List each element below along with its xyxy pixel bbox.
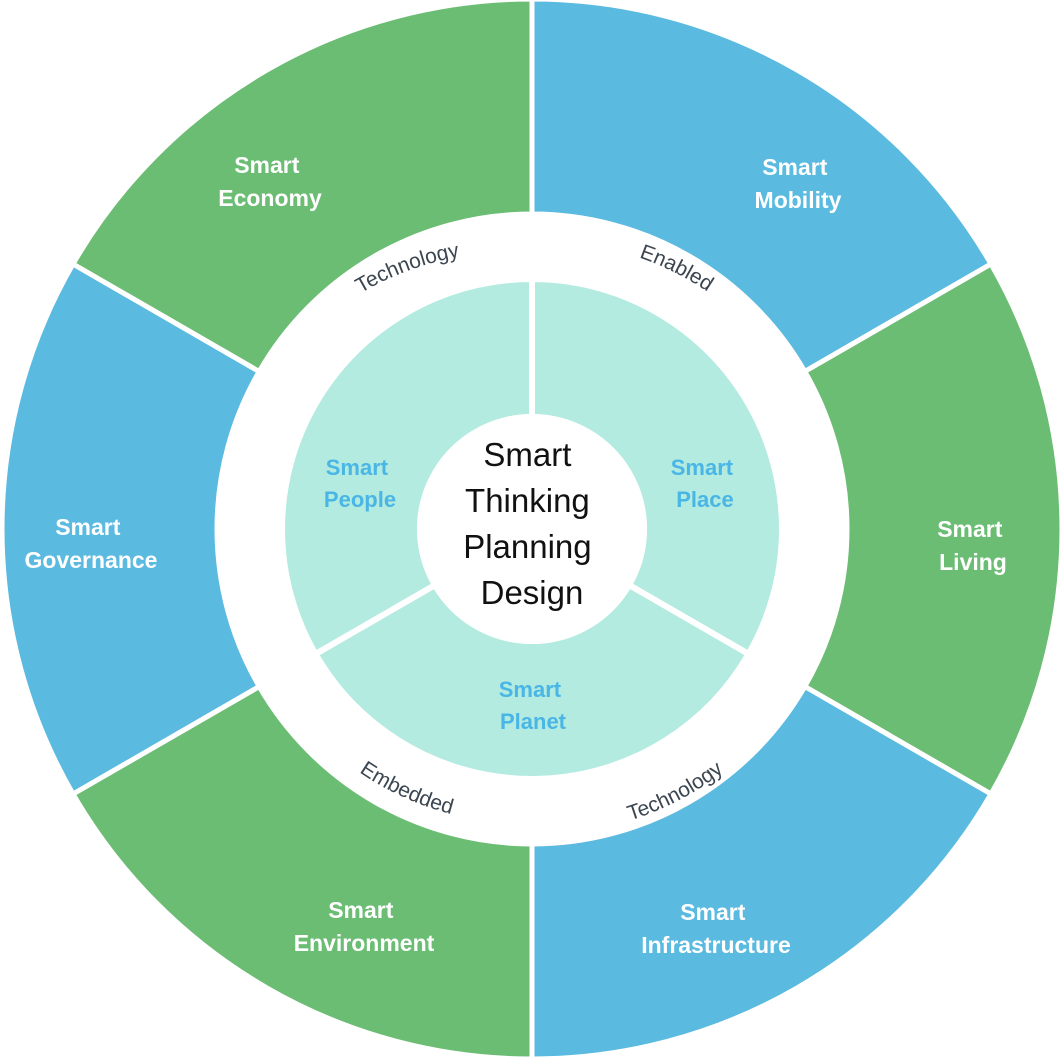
- segment-label-smart-governance: Smart Governance: [25, 514, 158, 573]
- outer-segment-smart-environment: [70, 684, 535, 1060]
- segment-label-smart-mobility: Smart Mobility: [755, 154, 842, 213]
- inner-label-smart-planet: Smart Planet: [499, 677, 567, 734]
- inner-label-smart-people: Smart People: [324, 455, 396, 512]
- inner-labels: Smart Place Smart Planet Smart People: [324, 455, 739, 734]
- center-line-4: Design: [481, 574, 584, 611]
- segment-label-smart-environment: Smart Environment: [294, 897, 435, 956]
- outer-segment-smart-infrastructure: [529, 684, 994, 1060]
- outer-labels: Smart Mobility Smart Living Smart Infras…: [25, 152, 1009, 958]
- segment-label-smart-economy: Smart Economy: [218, 152, 322, 211]
- center-line-3: Planning: [463, 528, 591, 565]
- outer-segment-smart-living: [802, 261, 1064, 797]
- segment-label-smart-infrastructure: Smart Infrastructure: [641, 899, 791, 958]
- inner-ring: [279, 275, 785, 782]
- center-circle: [417, 414, 647, 644]
- outer-segment-smart-economy: [70, 0, 535, 374]
- inner-label-smart-place: Smart Place: [671, 455, 739, 512]
- center-line-2: Thinking: [465, 482, 590, 519]
- center-text: Smart Thinking Planning Design: [463, 436, 601, 611]
- center-line-1: Smart: [483, 436, 571, 473]
- outer-segment-smart-governance: [0, 261, 262, 797]
- segment-label-smart-living: Smart Living: [937, 516, 1009, 575]
- outer-segment-smart-mobility: [529, 0, 994, 374]
